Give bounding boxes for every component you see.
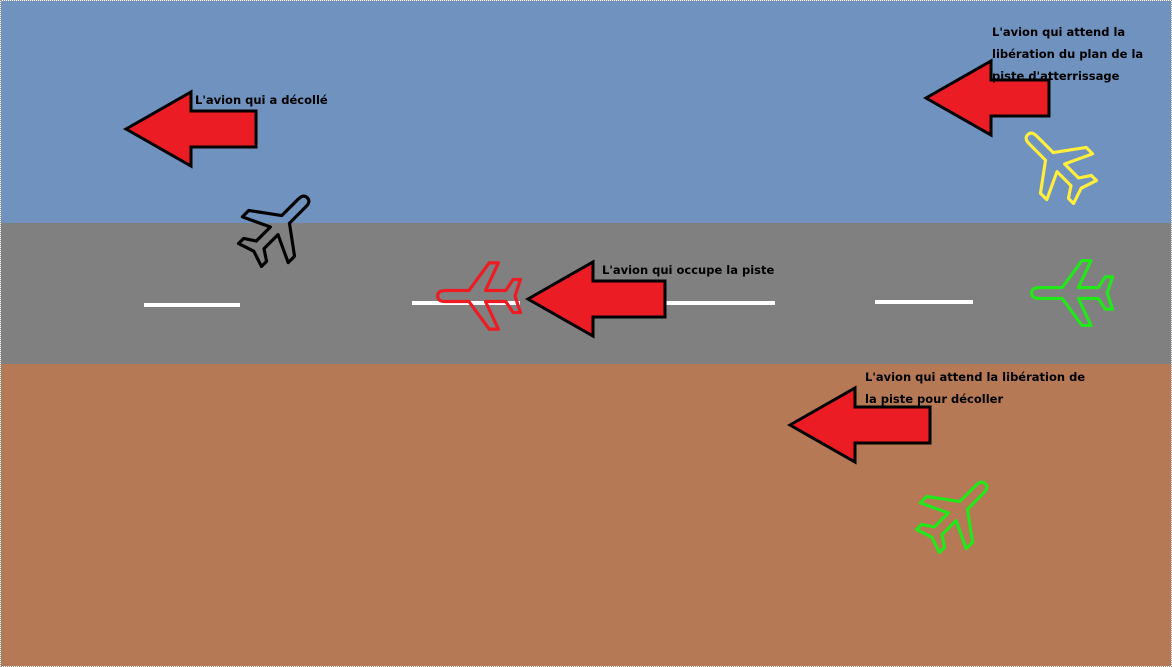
landing-label-line: libération du plan de la xyxy=(992,47,1144,61)
takeoff-plane-icon xyxy=(914,480,989,555)
runway-end-plane-icon xyxy=(1030,259,1115,327)
runway-marking xyxy=(144,303,240,307)
departed-plane-icon xyxy=(236,194,311,269)
takeoff-label-line: L'avion qui attend la libération de xyxy=(865,370,1086,384)
takeoff-label-line: la piste pour décoller xyxy=(865,392,1004,406)
takeoff-arrow-icon xyxy=(786,385,932,465)
runway-arrow-icon xyxy=(524,259,667,339)
landing-arrow-icon xyxy=(922,58,1051,138)
takeoff-label: L'avion qui attend la libération de la p… xyxy=(865,366,1085,410)
landing-label-line: piste d'atterrissage xyxy=(992,69,1120,83)
runway-marking xyxy=(665,301,775,305)
departed-arrow-icon xyxy=(122,89,258,169)
departed-label: L'avion qui a décollé xyxy=(195,93,328,107)
runway-plane-icon xyxy=(436,261,523,331)
runway-marking xyxy=(875,300,973,304)
landing-label-line: L'avion qui attend la xyxy=(992,25,1126,39)
landing-plane-icon xyxy=(1024,131,1099,206)
ground-area xyxy=(1,364,1171,666)
landing-label: L'avion qui attend la libération du plan… xyxy=(992,21,1143,87)
runway-label: L'avion qui occupe la piste xyxy=(602,263,775,277)
